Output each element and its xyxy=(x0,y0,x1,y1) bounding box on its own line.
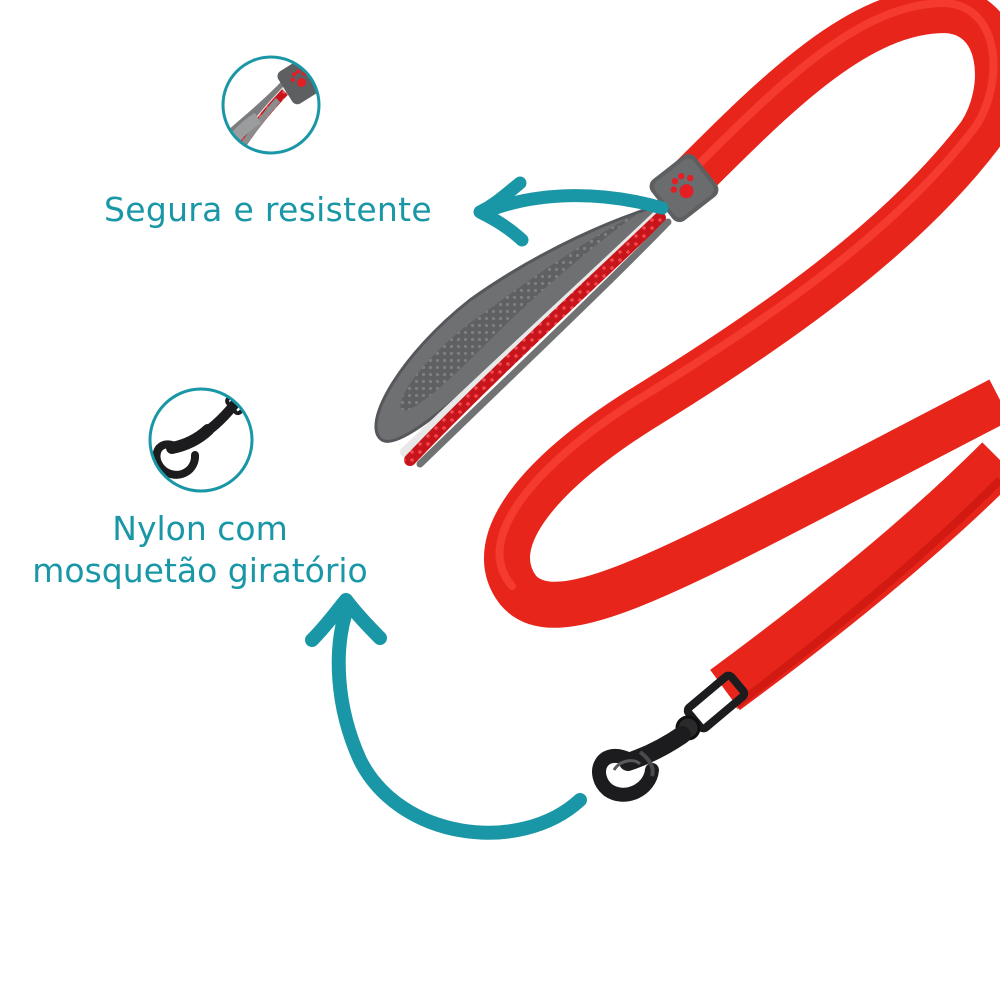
handle-loop-mesh xyxy=(400,212,640,411)
handle-gray-edge xyxy=(416,218,672,468)
arrow-to-handle xyxy=(473,176,669,247)
arrow-to-hook xyxy=(305,593,587,840)
leash-handle-closeup-icon xyxy=(221,55,321,155)
leash-handle xyxy=(374,153,719,468)
leash-strap-body xyxy=(484,0,1000,628)
leash-strap-sheen xyxy=(495,0,998,590)
feature-label-nylon-line1: Nylon com xyxy=(112,509,288,548)
feature-label-nylon-line2: mosquetão giratório xyxy=(32,551,368,590)
feature-label-nylon: Nylon com mosquetão giratório xyxy=(0,508,400,592)
leash-strap xyxy=(484,0,1000,711)
leash-strap-lower-shade xyxy=(732,477,1000,710)
swivel-snap-hook-icon xyxy=(148,387,254,493)
handle-red-mesh-strip xyxy=(404,212,666,466)
paw-logo-tag xyxy=(649,153,719,223)
paw-icon xyxy=(670,173,694,199)
leash-strap-lower xyxy=(710,442,1000,711)
swivel-snap-hook xyxy=(592,671,749,802)
feature-label-secure: Segura e resistente xyxy=(104,190,432,229)
